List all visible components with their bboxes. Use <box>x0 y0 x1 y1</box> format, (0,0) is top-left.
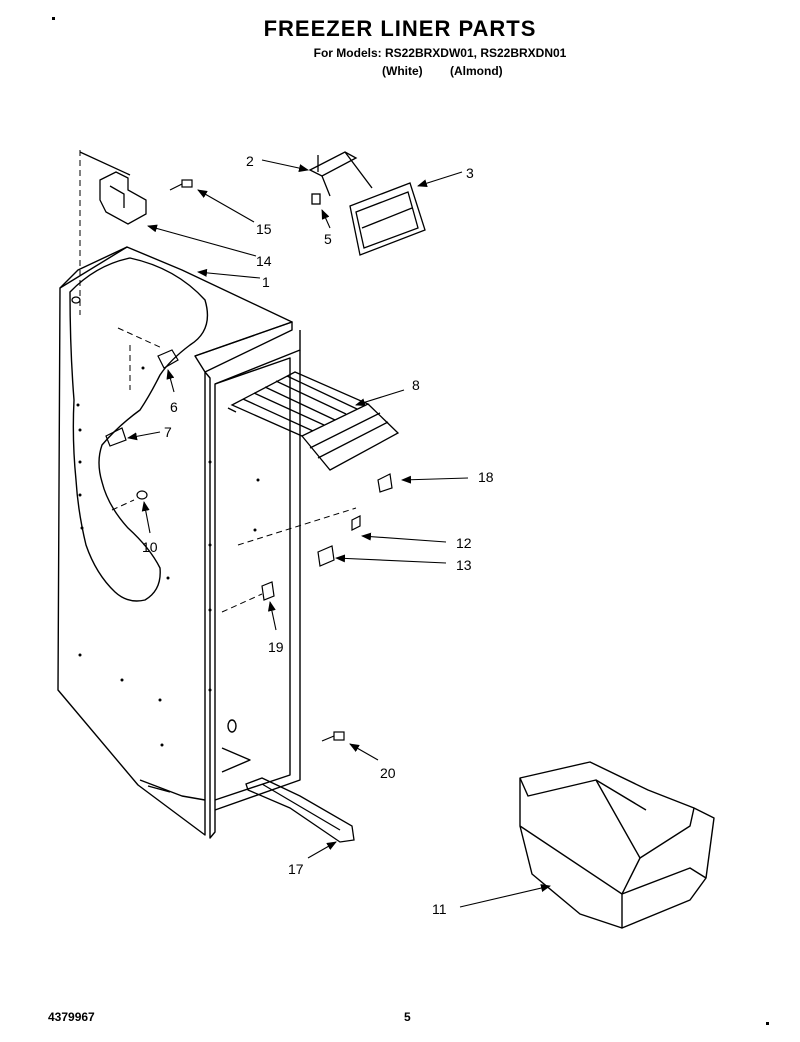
callout-13: 13 <box>456 557 472 573</box>
callout-11: 11 <box>432 901 447 917</box>
callout-7: 7 <box>164 424 172 440</box>
wire-shelf <box>227 371 400 471</box>
crisper-cover <box>349 182 426 256</box>
model-list: For Models: RS22BRXDW01, RS22BRXDN01 <box>313 46 567 60</box>
bottom-bracket <box>245 777 355 843</box>
shelf-support <box>317 515 361 567</box>
alignment-lines <box>79 150 357 613</box>
screw-15 <box>169 179 193 191</box>
callout-5: 5 <box>324 231 332 247</box>
callout-8: 8 <box>412 377 420 393</box>
callout-10: 10 <box>142 539 158 555</box>
callout-19: 19 <box>268 639 284 655</box>
callout-14: 14 <box>256 253 272 269</box>
corner-mark <box>52 17 55 20</box>
hinge-bracket <box>71 151 147 304</box>
callout-15: 15 <box>256 221 272 237</box>
callout-6: 6 <box>170 399 178 415</box>
callout-12: 12 <box>456 535 472 551</box>
finish-white: (White) <box>382 64 423 78</box>
freezer-bin <box>519 761 715 929</box>
part-number: 4379967 <box>48 1010 95 1024</box>
callout-labels: 1 2 3 5 6 7 8 10 11 12 13 14 15 17 18 19… <box>142 153 494 917</box>
callout-18: 18 <box>478 469 494 485</box>
leader-lines <box>127 159 551 908</box>
page-number: 5 <box>404 1010 411 1024</box>
corner-mark <box>766 1022 769 1025</box>
small-parts <box>105 349 345 742</box>
callout-1: 1 <box>262 274 270 290</box>
callout-20: 20 <box>380 765 396 781</box>
freezer-liner <box>57 246 301 839</box>
callout-17: 17 <box>288 861 304 877</box>
finish-almond: (Almond) <box>450 64 503 78</box>
page-title: FREEZER LINER PARTS <box>263 16 537 41</box>
callout-3: 3 <box>466 165 474 181</box>
upper-bracket <box>308 151 373 205</box>
clip-18 <box>377 473 393 493</box>
callout-2: 2 <box>246 153 254 169</box>
liner-holes <box>76 366 260 747</box>
